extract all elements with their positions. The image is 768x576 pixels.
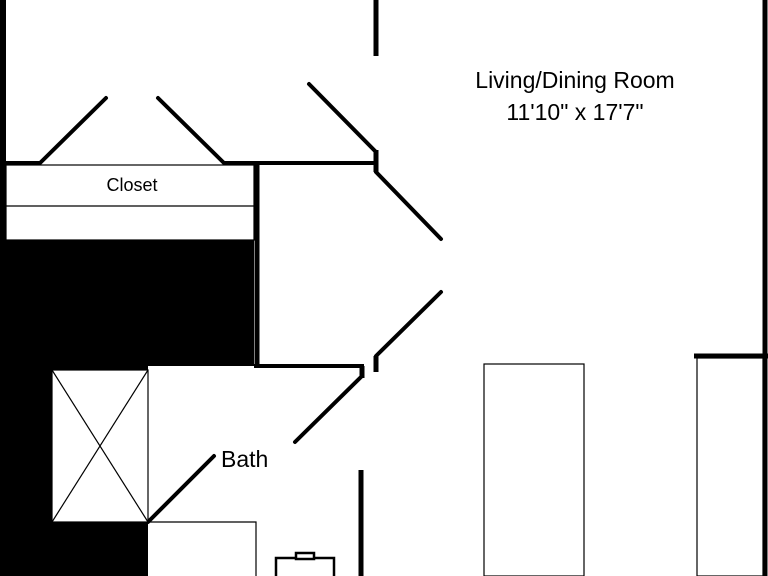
toilet-tank-lid xyxy=(294,551,316,561)
shower-cross-b xyxy=(51,369,149,523)
living-dining-room-dimensions: 11'10" x 17'7" xyxy=(506,99,643,125)
closet-door-left xyxy=(38,96,108,165)
doors xyxy=(38,82,443,524)
toilet-tank xyxy=(274,556,336,576)
vanity-counter xyxy=(148,521,257,576)
bath-door xyxy=(293,374,364,444)
fixtures xyxy=(5,164,764,576)
closet-door-right xyxy=(156,96,226,165)
living-dining-room-label: Living/Dining Room xyxy=(475,67,674,93)
living-door-lower xyxy=(374,290,443,358)
shower-door xyxy=(146,454,216,524)
kitchen-counter xyxy=(483,363,585,576)
hall-door-upper xyxy=(307,82,378,154)
living-door-upper xyxy=(374,170,443,241)
closet-interior xyxy=(5,164,255,241)
toilet xyxy=(274,551,336,576)
bath-label: Bath xyxy=(221,446,268,472)
solid-wall-lower xyxy=(0,522,148,576)
right-cabinet xyxy=(696,357,764,576)
closet-label: Closet xyxy=(106,175,157,195)
